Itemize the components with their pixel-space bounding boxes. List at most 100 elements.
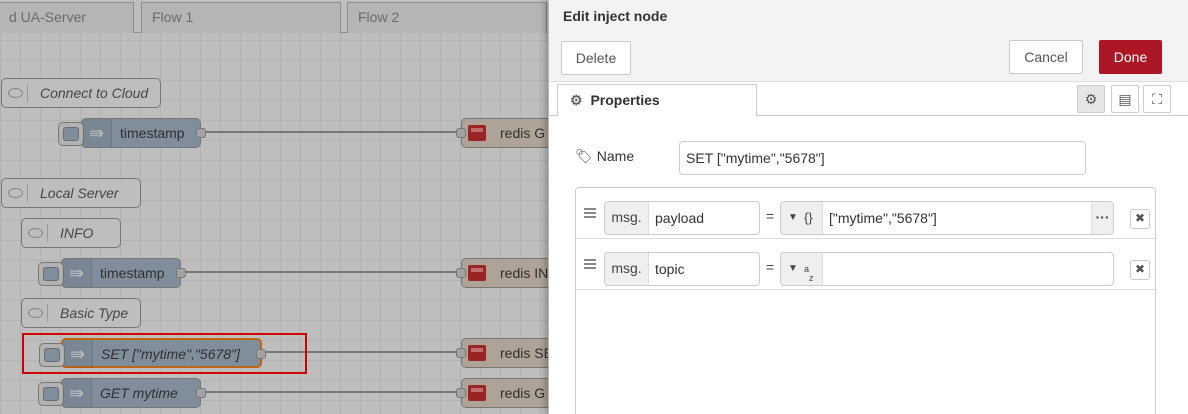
property-value: ["mytime","5678"] (829, 210, 937, 226)
property-value-field[interactable]: ▼ az (780, 252, 1114, 286)
comment-label: INFO (60, 225, 94, 241)
tab-label: Flow 1 (152, 9, 194, 25)
inject-node-get[interactable]: ⇛ GET mytime (38, 378, 206, 408)
node-properties-gear-icon[interactable]: ⚙ (1077, 85, 1105, 113)
msg-prefix: msg. (605, 202, 649, 234)
node-label: SET ["mytime","5678"] (101, 346, 240, 362)
comment-icon (4, 184, 28, 202)
property-name-value: topic (655, 261, 685, 277)
name-label-text: Name (596, 148, 635, 164)
redis-icon (468, 345, 486, 361)
inject-trigger-button[interactable] (58, 122, 84, 146)
close-icon[interactable]: ✖ (1130, 260, 1150, 280)
tab-label: Properties (590, 92, 660, 108)
expand-editor-button[interactable]: ··· (1091, 202, 1113, 234)
type-selector[interactable]: ▼ az (781, 253, 823, 285)
comment-icon (24, 304, 48, 322)
redis-icon (468, 385, 486, 401)
tab-label: Flow 2 (358, 9, 400, 25)
edit-tray: Edit inject node Delete Cancel Done ⚙ Pr… (548, 0, 1188, 414)
equals-sign: = (766, 259, 775, 275)
node-label: redis G (500, 385, 546, 401)
appearance-frame-icon[interactable]: ⛶ (1143, 85, 1171, 113)
inject-arrow-icon: ⇛ (62, 259, 92, 287)
tab-label: d UA-Server (9, 9, 87, 25)
wire (185, 271, 460, 273)
comment-icon (4, 84, 28, 102)
tray-tab-strip: ⚙ Properties ⚙ ▤ ⛶ (549, 82, 1188, 117)
property-value-field[interactable]: ▼ {} ["mytime","5678"] ··· (780, 201, 1114, 235)
flow-tab-bar: d UA-Server Flow 1 Flow 2 (0, 0, 548, 33)
property-name-value: payload (655, 210, 705, 226)
comment-node-connect-cloud[interactable]: Connect to Cloud (1, 78, 161, 108)
comment-node-info[interactable]: INFO (21, 218, 121, 248)
inject-trigger-button[interactable] (38, 262, 64, 286)
redis-icon (468, 125, 486, 141)
redis-node[interactable]: redis IN (456, 258, 548, 288)
node-label: GET mytime (100, 385, 178, 401)
delete-button[interactable]: Delete (561, 41, 631, 75)
inject-trigger-button[interactable] (39, 343, 65, 367)
workspace-dim-overlay (0, 0, 548, 414)
output-port[interactable] (196, 388, 206, 398)
node-label: timestamp (120, 125, 185, 141)
redis-node[interactable]: redis G (456, 118, 548, 148)
caret-down-icon: ▼ (788, 212, 798, 223)
tray-title: Edit inject node (563, 8, 668, 24)
wire (266, 351, 460, 353)
inject-node-set[interactable]: ⇛ SET ["mytime","5678"] (39, 338, 266, 368)
tab-ua-server[interactable]: d UA-Server (0, 2, 134, 33)
drag-handle-icon[interactable] (584, 259, 596, 269)
comment-node-basic-type[interactable]: Basic Type (21, 298, 141, 328)
inject-arrow-icon: ⇛ (82, 119, 112, 147)
input-port[interactable] (456, 388, 466, 398)
inject-node-timestamp[interactable]: ⇛ timestamp (38, 258, 186, 288)
flow-workspace: d UA-Server Flow 1 Flow 2 Connect to Clo… (0, 0, 548, 414)
inject-arrow-icon: ⇛ (63, 340, 93, 368)
comment-node-local-server[interactable]: Local Server (1, 178, 141, 208)
equals-sign: = (766, 208, 775, 224)
cancel-button[interactable]: Cancel (1009, 40, 1083, 74)
input-port[interactable] (456, 128, 466, 138)
node-label: redis SE (500, 345, 548, 361)
msg-prefix: msg. (605, 253, 649, 285)
tab-properties[interactable]: ⚙ Properties (557, 84, 757, 117)
inject-trigger-button[interactable] (38, 382, 64, 406)
property-name-field[interactable]: msg. topic (604, 252, 760, 286)
output-port[interactable] (256, 349, 266, 359)
input-port[interactable] (456, 268, 466, 278)
node-label: timestamp (100, 265, 165, 281)
done-button[interactable]: Done (1099, 40, 1162, 74)
wire (205, 391, 460, 393)
name-input[interactable]: SET ["mytime","5678"] (679, 141, 1086, 175)
gear-icon: ⚙ (570, 92, 583, 108)
node-label: redis IN (500, 265, 548, 281)
redis-node[interactable]: redis G (456, 378, 548, 408)
inject-node-timestamp[interactable]: ⇛ timestamp (58, 118, 206, 148)
input-port[interactable] (456, 348, 466, 358)
tab-flow-2[interactable]: Flow 2 (347, 2, 547, 33)
tray-header: Edit inject node Delete Cancel Done (549, 0, 1188, 82)
tab-flow-1[interactable]: Flow 1 (141, 2, 341, 33)
close-icon[interactable]: ✖ (1130, 209, 1150, 229)
redis-icon (468, 265, 486, 281)
output-port[interactable] (176, 268, 186, 278)
type-selector[interactable]: ▼ {} (781, 202, 823, 234)
inject-arrow-icon: ⇛ (62, 379, 92, 407)
comment-icon (24, 224, 48, 242)
output-port[interactable] (196, 128, 206, 138)
description-document-icon[interactable]: ▤ (1111, 85, 1139, 113)
property-list: msg. payload = ▼ {} ["mytime","5678"] ··… (575, 187, 1156, 414)
tag-icon: 🏷 (575, 148, 593, 164)
property-name-field[interactable]: msg. payload (604, 201, 760, 235)
comment-label: Connect to Cloud (40, 85, 149, 101)
drag-handle-icon[interactable] (584, 208, 596, 218)
comment-label: Basic Type (60, 305, 129, 321)
comment-label: Local Server (40, 185, 119, 201)
name-label: 🏷Name (575, 148, 634, 165)
property-row-topic: msg. topic = ▼ az ✖ (576, 239, 1155, 290)
type-json-icon: {} (804, 210, 813, 225)
tray-body: ⚙ Properties ⚙ ▤ ⛶ 🏷Name SET ["mytime","… (549, 82, 1188, 414)
annotation-highlight-box (22, 333, 307, 374)
redis-node[interactable]: redis SE (456, 338, 548, 368)
